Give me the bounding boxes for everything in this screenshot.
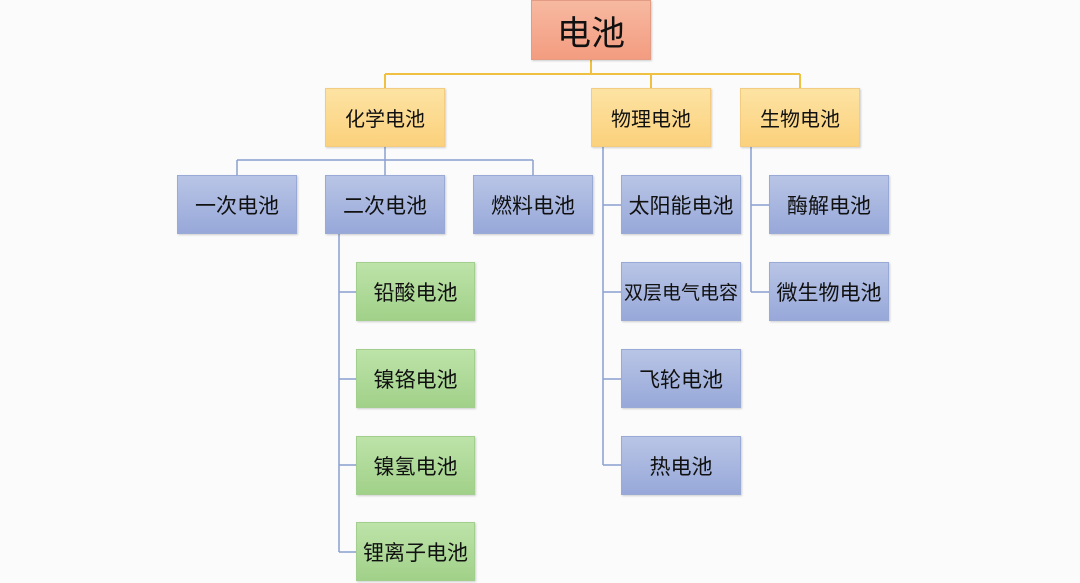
- node-solar-cell: 太阳能电池: [621, 175, 741, 234]
- flywheel-label: 飞轮电池: [639, 367, 723, 392]
- node-lithium-ion-battery: 锂离子电池: [356, 522, 475, 581]
- physical-connectors: [602, 147, 621, 466]
- biological-connectors: [750, 147, 769, 293]
- node-biological-battery: 生物电池: [740, 88, 860, 147]
- enzymatic-label: 酶解电池: [787, 193, 871, 218]
- nickel-hydrogen-label: 镍氢电池: [373, 454, 458, 479]
- thermal-label: 热电池: [649, 454, 713, 479]
- secondary-label: 二次电池: [343, 193, 427, 218]
- nickel-chromium-label: 镍铬电池: [373, 367, 458, 392]
- primary-label: 一次电池: [195, 193, 279, 218]
- node-fuel-cell: 燃料电池: [473, 175, 593, 234]
- node-secondary-battery: 二次电池: [325, 175, 445, 234]
- fuel-label: 燃料电池: [491, 193, 575, 218]
- node-lead-acid-battery: 铅酸电池: [356, 262, 475, 321]
- node-flywheel-battery: 飞轮电池: [621, 349, 741, 408]
- node-primary-battery: 一次电池: [177, 175, 297, 234]
- capacitor-label: 双层电气电容: [623, 282, 738, 304]
- root-connectors: [384, 60, 801, 88]
- root-node-battery: 电池: [531, 0, 651, 60]
- node-microbial-battery: 微生物电池: [769, 262, 889, 321]
- secondary-connectors: [338, 234, 356, 553]
- node-enzymatic-battery: 酶解电池: [769, 175, 889, 234]
- microbial-label: 微生物电池: [776, 280, 882, 305]
- lead-acid-label: 铅酸电池: [373, 280, 458, 305]
- node-nickel-chromium-battery: 镍铬电池: [356, 349, 475, 408]
- chemical-label: 化学电池: [345, 107, 425, 131]
- node-nickel-hydrogen-battery: 镍氢电池: [356, 436, 475, 495]
- node-physical-battery: 物理电池: [591, 88, 711, 147]
- root-label: 电池: [557, 13, 625, 54]
- biological-label: 生物电池: [760, 107, 840, 131]
- node-chemical-battery: 化学电池: [325, 88, 445, 147]
- lithium-ion-label: 锂离子电池: [363, 540, 468, 565]
- node-thermal-battery: 热电池: [621, 436, 741, 495]
- solar-label: 太阳能电池: [628, 193, 734, 218]
- node-double-layer-capacitor: 双层电气电容: [621, 262, 741, 321]
- chemical-connectors: [236, 147, 534, 175]
- physical-label: 物理电池: [611, 107, 691, 131]
